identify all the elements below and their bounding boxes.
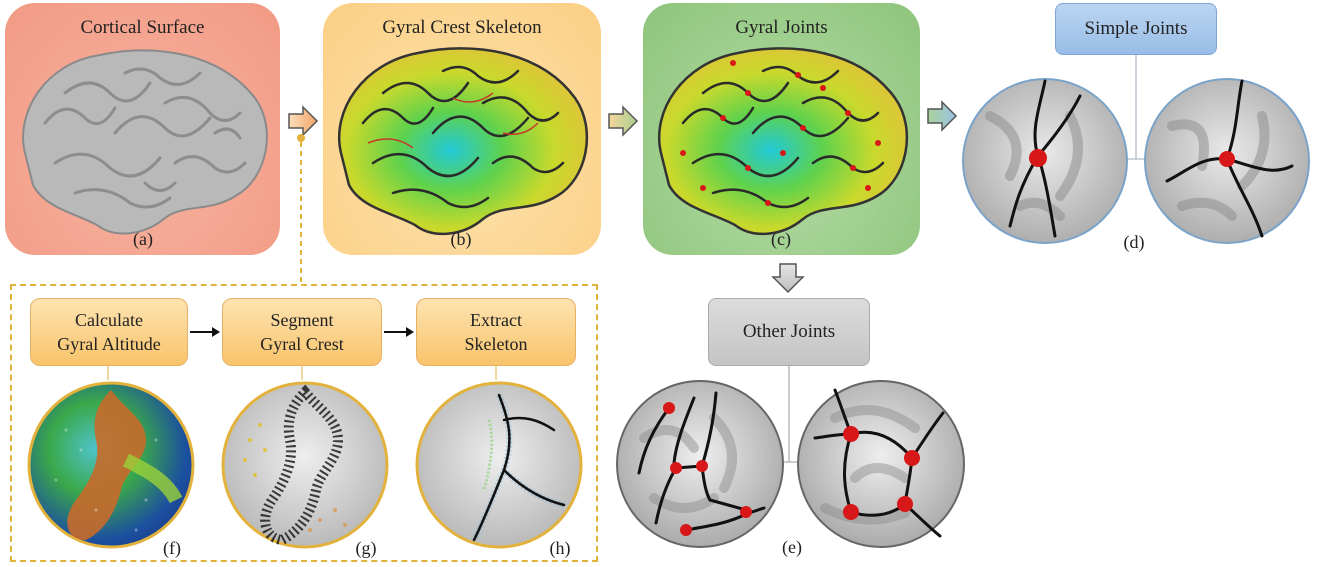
other-joint-view-2 <box>797 380 965 548</box>
step-2-line-1: Segment <box>270 310 334 330</box>
step-1-caption: (f) <box>163 538 181 558</box>
gyral-altitude-view <box>27 381 195 549</box>
step-3-line-2: Skeleton <box>464 334 528 354</box>
skeleton-brain-illustration <box>338 47 589 236</box>
panel-c-title: Gyral Joints <box>735 17 828 38</box>
arrow-c-to-e <box>771 263 805 294</box>
arrow-c-to-d <box>927 100 958 132</box>
pipeline-dashed-box <box>10 284 598 562</box>
skeleton-extraction-view <box>415 381 583 549</box>
step-2-caption: (g) <box>355 538 377 558</box>
simple-joints-label: Simple Joints <box>1055 3 1217 55</box>
panel-cortical-surface: Cortical Surface (a) <box>5 3 280 255</box>
other-joints-label: Other Joints <box>708 298 870 366</box>
arrow-step-2-to-3 <box>384 327 414 337</box>
arrow-step-1-to-2 <box>190 327 220 337</box>
gray-brain-illustration <box>22 49 268 235</box>
simple-joints-caption: (d) <box>1123 232 1145 252</box>
panel-gyral-crest-skeleton: Gyral Crest Skeleton (b) <box>323 3 601 255</box>
other-joints-text: Other Joints <box>742 321 836 342</box>
other-joints-caption: (e) <box>782 537 802 557</box>
panel-c-caption: (c) <box>771 229 791 249</box>
step-1-line-2: Gyral Altitude <box>57 334 161 354</box>
panel-a-title: Cortical Surface <box>80 17 205 38</box>
step-connectors <box>107 366 497 380</box>
arrow-a-to-b <box>288 105 319 137</box>
simple-joint-view-2 <box>1144 78 1310 244</box>
simple-joints-text: Simple Joints <box>1084 18 1188 39</box>
joints-brain-illustration <box>658 47 909 236</box>
gyral-crest-segmentation-view <box>221 381 389 549</box>
panel-gyral-joints: Gyral Joints (c) <box>643 3 920 255</box>
panel-b-title: Gyral Crest Skeleton <box>382 17 542 38</box>
arrow-b-to-c <box>608 105 639 137</box>
step-3-caption: (h) <box>549 538 571 558</box>
step-2-line-2: Gyral Crest <box>260 334 344 354</box>
simple-joint-view-1 <box>962 78 1128 244</box>
dashed-connector <box>297 134 305 282</box>
step-3-line-1: Extract <box>470 310 522 330</box>
panel-b-caption: (b) <box>450 229 472 249</box>
other-joint-view-1 <box>616 380 784 548</box>
panel-a-caption: (a) <box>133 229 153 249</box>
step-1-line-1: Calculate <box>75 310 143 330</box>
